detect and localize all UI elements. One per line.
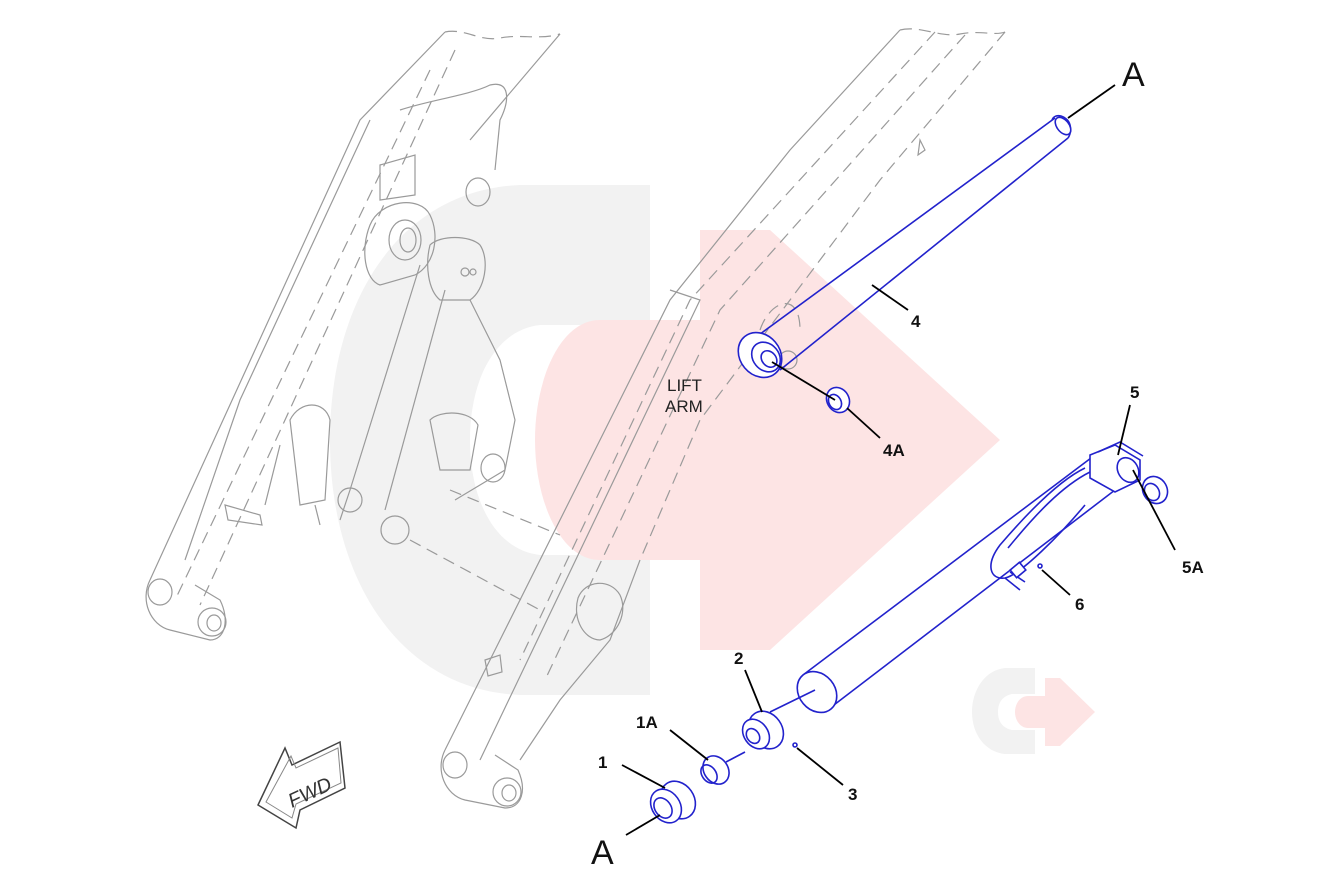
forward-direction-arrow-icon: FWD — [257, 740, 346, 830]
callout-a-top: A — [1122, 56, 1145, 94]
lift-arm-label-line-2: ARM — [665, 397, 703, 416]
left-lift-arm-frame — [145, 30, 561, 641]
logo-watermark-small — [972, 668, 1095, 754]
callout-5a: 5A — [1182, 558, 1204, 577]
bushing-1a — [700, 751, 746, 785]
callout-1: 1 — [598, 753, 607, 772]
callout-3: 3 — [848, 785, 857, 804]
callout-a-bottom: A — [591, 834, 614, 872]
cylinder-rod-assembly — [737, 114, 1072, 379]
callout-2: 2 — [734, 649, 743, 668]
leader-lines — [621, 84, 1176, 836]
seal-item-2 — [741, 689, 816, 750]
logo-watermark-large — [330, 185, 1000, 695]
bushing-4a — [825, 386, 851, 414]
lift-arm-label-line-1: LIFT — [667, 376, 702, 395]
cylinder-barrel — [796, 441, 1144, 714]
callout-5: 5 — [1130, 383, 1139, 402]
bearing-item-1 — [649, 780, 697, 824]
callout-4: 4 — [911, 312, 921, 331]
callout-1a: 1A — [636, 713, 658, 732]
callout-4a: 4A — [883, 441, 905, 460]
lift-arm-label: LIFT ARM — [665, 376, 703, 416]
callout-labels: A 4 4A 5 5A 6 2 3 1A 1 A — [591, 56, 1204, 872]
callout-6: 6 — [1075, 595, 1084, 614]
right-lift-arm-frame — [440, 28, 1006, 809]
